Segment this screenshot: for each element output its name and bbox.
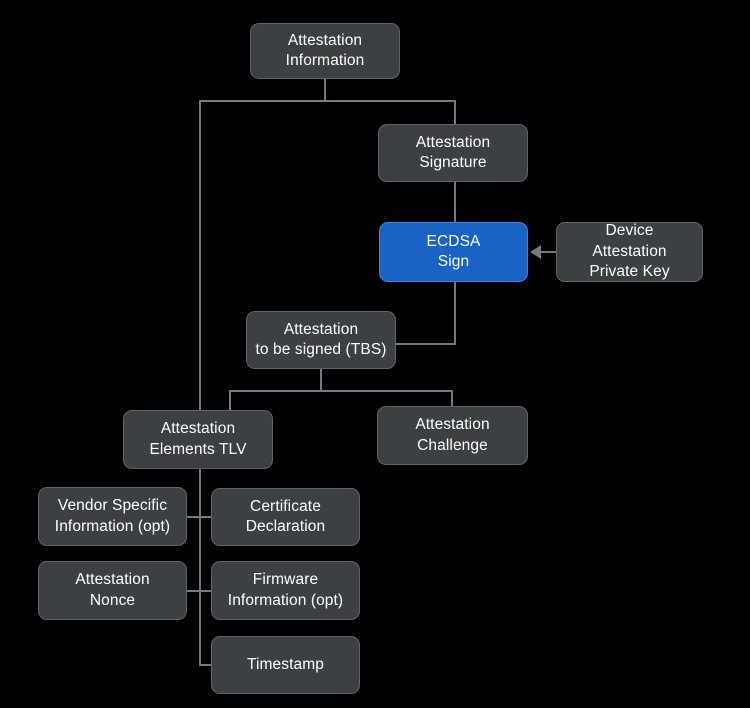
node-certificate-declaration[interactable]: Certificate Declaration xyxy=(211,488,360,546)
node-ecdsa-sign[interactable]: ECDSA Sign xyxy=(379,222,528,282)
node-attestation-elements-tlv[interactable]: Attestation Elements TLV xyxy=(123,410,273,469)
edge-tlv-to-timestamp xyxy=(199,664,213,666)
arrowhead-privatekey-to-ecdsa xyxy=(530,245,541,259)
edge-info-to-tlv xyxy=(199,100,201,411)
edge-ecdsa-to-tbs-horizontal xyxy=(396,343,456,345)
node-vendor-specific-information[interactable]: Vendor Specific Information (opt) xyxy=(38,487,187,546)
node-attestation-nonce[interactable]: Attestation Nonce xyxy=(38,561,187,620)
edge-tlv-to-vendor xyxy=(186,516,201,518)
node-firmware-information[interactable]: Firmware Information (opt) xyxy=(211,561,360,620)
edge-tlv-to-certificate xyxy=(199,516,213,518)
edge-tbs-bus xyxy=(229,390,453,392)
edge-tbs-to-tlv xyxy=(229,390,231,410)
edge-ecdsa-to-tbs-vertical xyxy=(454,281,456,345)
edge-tbs-stem xyxy=(320,368,322,392)
node-timestamp[interactable]: Timestamp xyxy=(211,636,360,694)
edge-tlv-to-firmware xyxy=(199,590,213,592)
edge-info-bus xyxy=(199,100,456,102)
node-attestation-tbs[interactable]: Attestation to be signed (TBS) xyxy=(246,311,396,369)
node-device-attestation-private-key[interactable]: Device Attestation Private Key xyxy=(556,222,703,282)
edge-tlv-to-nonce xyxy=(186,590,201,592)
edge-privatekey-to-ecdsa xyxy=(541,251,557,253)
edge-info-stem xyxy=(324,78,326,102)
edge-info-to-signature xyxy=(454,100,456,125)
edge-tbs-to-challenge xyxy=(451,390,453,407)
edge-signature-to-ecdsa xyxy=(454,181,456,223)
edge-tlv-trunk xyxy=(199,468,201,666)
node-attestation-information[interactable]: Attestation Information xyxy=(250,23,400,79)
node-attestation-challenge[interactable]: Attestation Challenge xyxy=(377,406,528,465)
node-attestation-signature[interactable]: Attestation Signature xyxy=(378,124,528,182)
